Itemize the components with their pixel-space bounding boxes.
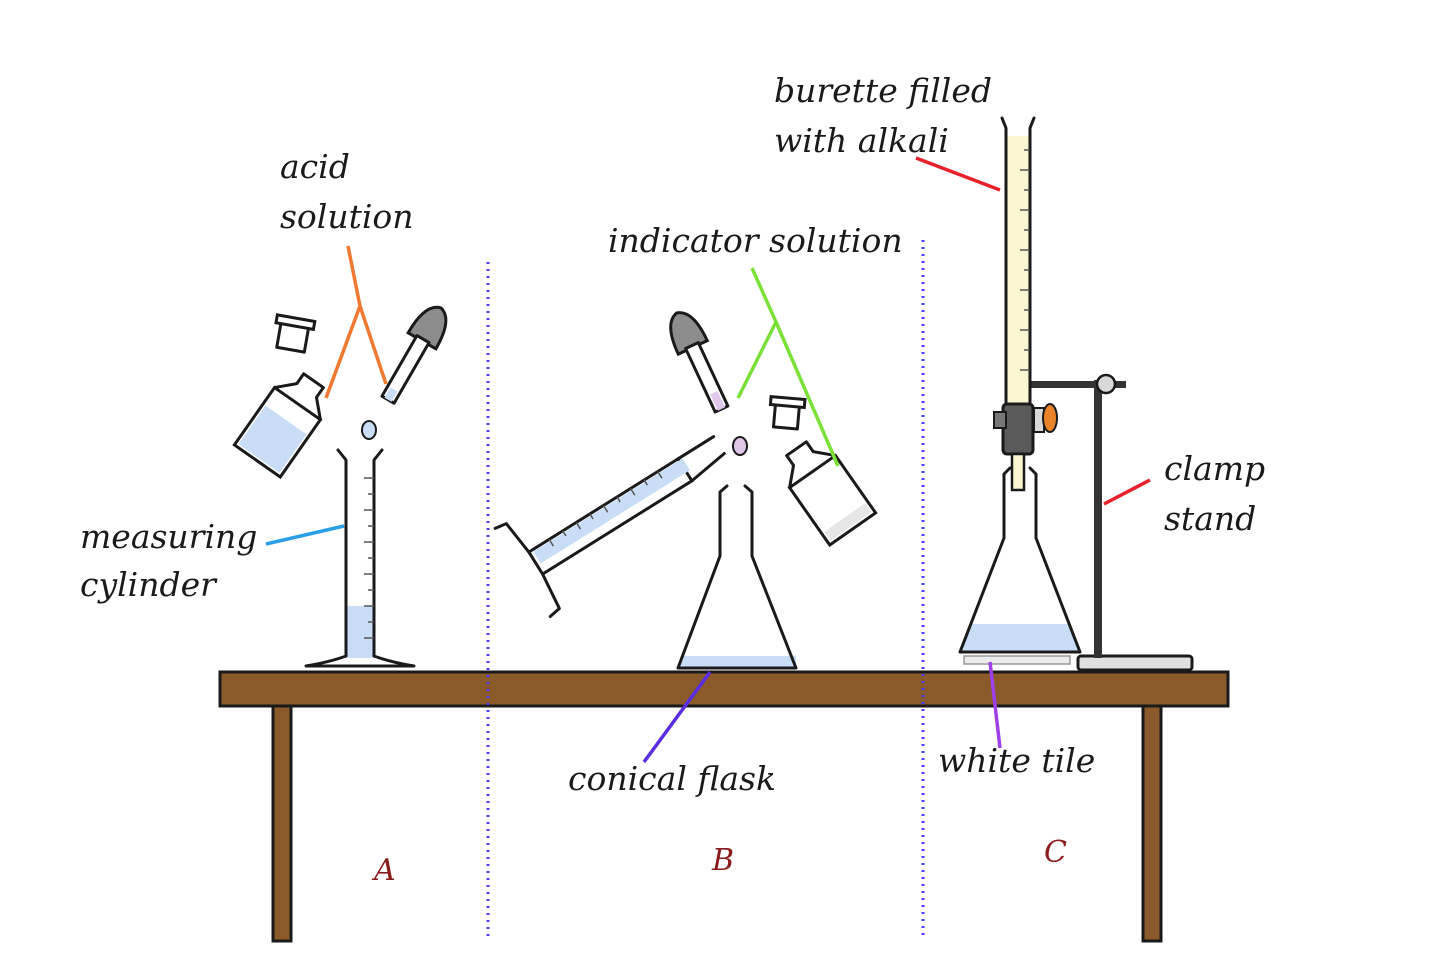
flask-pointer xyxy=(642,670,712,764)
burette-pointer xyxy=(915,156,1001,192)
measuring-pointer xyxy=(265,524,345,546)
clamp-label-line2: stand xyxy=(1164,499,1256,538)
acid-label-line1: acid xyxy=(280,147,350,186)
burette xyxy=(993,116,1058,492)
cylinder-graduations xyxy=(364,477,374,639)
section-label-c: C xyxy=(1044,835,1067,870)
bench-leg-left xyxy=(271,704,293,943)
indicator-drop xyxy=(732,436,748,456)
bench-leg-right xyxy=(1141,704,1163,943)
burette-graduations xyxy=(1020,149,1030,371)
measuring-cylinder xyxy=(304,448,416,668)
measuring-label-line2: cylinder xyxy=(80,565,218,604)
pouring-cylinder xyxy=(493,435,726,619)
indicator-pointer-1 xyxy=(736,267,778,399)
acid-bottle-stopper xyxy=(274,313,317,354)
conical-flask-b xyxy=(676,484,798,670)
measuring-label-line1: measuring xyxy=(80,517,257,556)
pouring-cylinder-graduations xyxy=(548,471,663,547)
burette-tap xyxy=(1001,402,1035,456)
indicator-pointer-2 xyxy=(774,321,840,467)
acid-pointer-1 xyxy=(324,245,362,399)
bench xyxy=(218,670,1230,943)
indicator-bottle-stopper xyxy=(768,394,807,431)
conical-flask-c xyxy=(958,466,1082,654)
indicator-dropper xyxy=(669,311,730,414)
conical-flask-label: conical flask xyxy=(568,759,776,798)
indicator-label: indicator solution xyxy=(608,221,903,260)
section-label-a: A xyxy=(371,853,396,888)
burette-label-line2: with alkali xyxy=(774,121,949,160)
section-label-b: B xyxy=(711,843,734,878)
acid-label-line2: solution xyxy=(280,197,414,236)
tile-pointer xyxy=(988,661,1002,749)
clamp-stand xyxy=(1030,373,1194,672)
indicator-bottle xyxy=(785,440,878,548)
acid-drop xyxy=(361,420,377,440)
white-tile-label: white tile xyxy=(938,741,1095,780)
burette-label-line1: burette filled xyxy=(774,71,992,110)
acid-pointer-2 xyxy=(358,305,388,385)
clamp-pointer xyxy=(1103,478,1151,506)
bench-top xyxy=(218,670,1230,708)
acid-bottle xyxy=(232,372,325,480)
clamp-label-line1: clamp xyxy=(1164,449,1265,488)
acid-dropper xyxy=(380,305,448,405)
white-tile xyxy=(963,655,1071,665)
